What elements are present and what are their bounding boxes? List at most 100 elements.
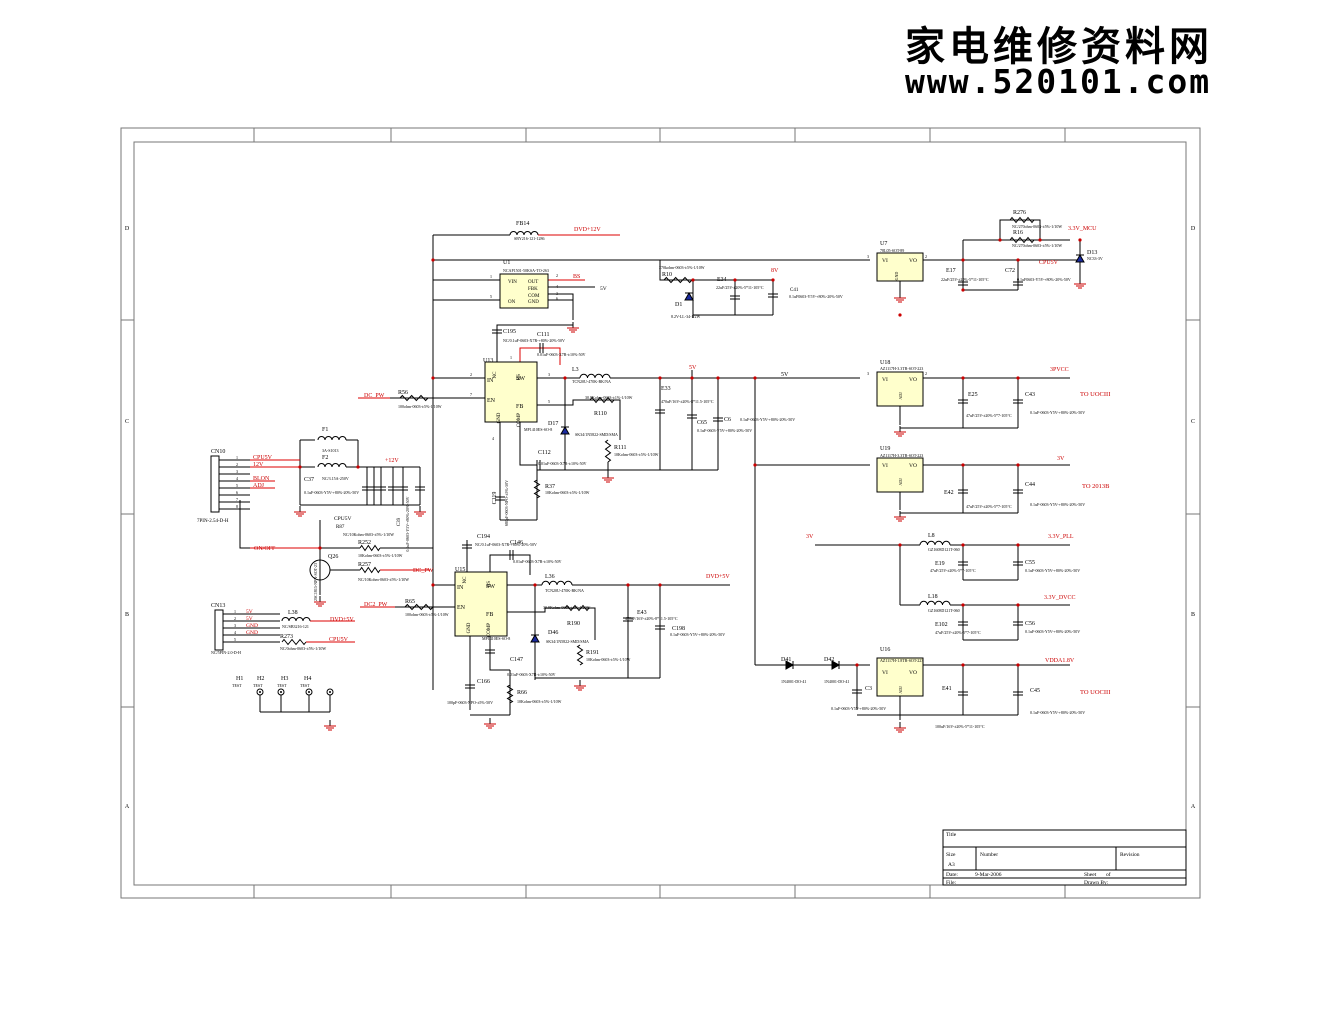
label-texts.l18_spec: GZ1608D121T-060 <box>928 608 960 613</box>
label-texts.adj: ADJ <box>898 478 903 486</box>
label-texts.r16_spec: NC/270ohm-0603-±5%-1/10W <box>1012 243 1062 248</box>
label-texts.c3: C3 <box>865 686 872 692</box>
junction-dot <box>855 663 859 667</box>
label-texts.p4: 4 <box>234 630 236 635</box>
label-texts.c6: C6 <box>724 417 731 423</box>
label-texts.e41_spec: 100uF/16V-±20%-5*11-105°C <box>935 724 985 729</box>
label-texts.e25: E25 <box>968 392 978 398</box>
label-texts.dvd12: DVD+12V <box>574 227 601 233</box>
label-texts.c147: C147 <box>510 657 523 663</box>
junction-dot <box>1016 543 1020 547</box>
label-texts.e42: E42 <box>944 490 954 496</box>
label-texts.cn_5v2: 5V <box>246 616 253 622</box>
label-texts.p2: 2 <box>925 254 927 259</box>
label-texts.u1: U1 <box>503 260 510 266</box>
junction-dot <box>961 543 965 547</box>
label-texts.d41: D41 <box>781 657 791 663</box>
label-texts.cn13_part: NC/5PIN-2.0-D-H <box>211 650 241 655</box>
label-texts.q26_spec: 2SC1815-NPN-SOT-23 <box>313 563 318 601</box>
watermark-url: www.520101.com <box>905 62 1212 101</box>
label-texts.h1: H1 <box>236 676 243 682</box>
label-texts.r110: R110 <box>594 411 607 417</box>
label-texts.l3: L3 <box>572 367 579 373</box>
junction-dot <box>431 258 435 262</box>
label-texts.r65: R65 <box>405 599 415 605</box>
label-texts.u15_part: MP1410ES-SO-8 <box>482 636 510 641</box>
diode-symbol <box>785 660 795 670</box>
label-texts.cpu5v: CPU5V <box>1039 260 1059 266</box>
row-marker-left: D <box>125 226 130 232</box>
label-texts.u7_part: 78L05-SOT-89 <box>880 248 904 253</box>
label-texts.p1: 1 <box>490 274 492 279</box>
inductor-symbol <box>317 436 347 441</box>
junction-dot <box>318 546 322 550</box>
label-texts.cpu5v_c: CPU5V <box>329 637 349 643</box>
junction-dot <box>998 238 1002 242</box>
test-point <box>329 691 331 693</box>
wire <box>507 607 596 640</box>
label-title_block.sheet: Sheet <box>1084 872 1097 878</box>
label-texts.sw: SW <box>486 584 495 590</box>
label-texts.e33: E33 <box>661 386 671 392</box>
label-texts.r257_spec: NC/10Kohm-0603-±5%-1/10W <box>358 577 409 582</box>
diode-symbol <box>1075 253 1085 263</box>
row-marker-right: A <box>1191 804 1196 810</box>
label-texts.c55: C55 <box>1025 560 1035 566</box>
label-texts.c198_spec: 0.1uF-0603-Y5V-+80%-20%-50V <box>670 632 725 637</box>
inductor-symbol <box>541 580 573 586</box>
label-texts.p8: 8 <box>236 504 238 509</box>
resistor-symbol <box>589 396 615 404</box>
label-texts.d42_spec: 1N4001-DO-41 <box>824 679 849 684</box>
label-texts.d1_spec: 8.2V-LL-34-1/2W <box>671 314 701 319</box>
label-title_block.date: Date: <box>946 872 958 878</box>
label-texts.fb: FB <box>486 612 493 618</box>
label-texts.r191_spec: 10Kohm-0603-±5%-1/10W <box>586 657 631 662</box>
row-marker-right: C <box>1191 419 1195 425</box>
label-texts.r111_spec: 10Kohm-0603-±5%-1/10W <box>614 452 659 457</box>
label-texts.v33vcc: 3PVCC <box>1050 367 1069 373</box>
label-texts.u1_gnd: GND <box>528 300 539 305</box>
label-texts.p5: 5 <box>490 294 492 299</box>
label-texts.cn_cpu5v: CPU5V <box>253 455 273 461</box>
label-texts.f2: F2 <box>322 455 328 461</box>
resistor-symbol <box>359 544 381 552</box>
label-texts.test: TEST <box>300 683 310 688</box>
label-texts.q26: Q26 <box>328 554 338 560</box>
label-texts.vdda18: VDDA1.8V <box>1045 658 1075 664</box>
resistor-symbol <box>404 603 434 611</box>
label-texts.u1_com: COM <box>528 294 540 299</box>
label-texts.cn_12v: 12V <box>253 462 264 468</box>
label-texts.v33mcu: 3.3V_MCU <box>1068 226 1097 232</box>
label-texts.d13_spec: NC33-3V <box>1087 256 1103 261</box>
label-texts.vi: VI <box>882 377 888 383</box>
label-texts.r252_spec: 10Kohm-0603-±5%-1/10W <box>358 553 403 558</box>
row-marker-left: B <box>125 612 129 618</box>
label-texts.p7: 7 <box>236 497 238 502</box>
row-marker-right: B <box>1191 612 1195 618</box>
label-texts.dvd5v_b: DVD+5V <box>330 617 354 623</box>
row-marker-right: D <box>1191 226 1196 232</box>
wire <box>537 399 621 440</box>
inductor-symbol <box>281 617 311 622</box>
junction-dot <box>716 376 720 380</box>
label-texts.c43: C43 <box>1025 392 1035 398</box>
label-texts.l8: L8 <box>928 533 935 539</box>
u7-regulator-body <box>876 252 924 282</box>
label-texts.blon: BLON <box>253 476 270 482</box>
label-texts.c166: C166 <box>477 679 490 685</box>
label-texts.c6_spec: 0.1uF-0603-Y5V-+80%-20%-50V <box>740 417 795 422</box>
label-texts.u1_on: ON <box>508 300 516 305</box>
junction-dot <box>961 376 965 380</box>
label-texts.adj_sig: ADJ <box>253 483 265 489</box>
label-texts.p4: 4 <box>556 284 558 289</box>
label-title_block.date_value: 9-Mar-2006 <box>975 872 1002 878</box>
label-texts.u13: U13 <box>483 358 493 364</box>
label-texts.e43: E43 <box>637 610 647 616</box>
label-texts.p2: 2 <box>556 273 558 278</box>
label-texts.test: TEST <box>232 683 242 688</box>
label-texts.c55_spec: 0.1uF-0603-Y5V-+80%-20%-50V <box>1025 568 1080 573</box>
label-texts.r111: R111 <box>614 445 627 451</box>
label-texts.c72: C72 <box>1005 268 1015 274</box>
label-texts.cpu5v_b: CPU5V <box>334 516 351 522</box>
junction-dot <box>1016 663 1020 667</box>
